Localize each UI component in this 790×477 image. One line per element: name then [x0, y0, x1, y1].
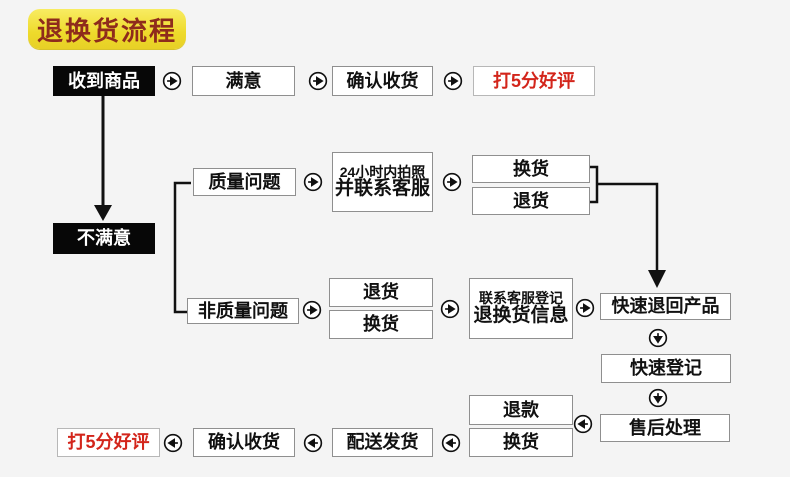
circle-arrow-right-icon: [302, 300, 322, 320]
node-five-star-review-bottom: 打5分好评: [57, 428, 160, 457]
node-received-goods: 收到商品: [53, 66, 155, 96]
node-quick-return-product: 快速退回产品: [600, 293, 731, 320]
node-exchange-non-quality: 换货: [329, 310, 433, 339]
node-exchange-quality: 换货: [472, 155, 590, 183]
node-after-sale-processing: 售后处理: [600, 414, 730, 442]
page-title: 退换货流程: [36, 15, 177, 46]
node-photo-within-24h: 24小时内拍照 并联系客服: [332, 152, 433, 212]
circle-arrow-left-icon: [441, 433, 461, 453]
circle-arrow-down-icon: [648, 328, 668, 348]
circle-arrow-right-icon: [575, 298, 595, 318]
node-return-non-quality: 退货: [329, 278, 433, 307]
node-unsatisfied: 不满意: [53, 223, 155, 254]
node-non-quality-issue: 非质量问题: [187, 298, 299, 324]
circle-arrow-left-icon: [573, 414, 593, 434]
circle-arrow-right-icon: [308, 71, 328, 91]
circle-arrow-right-icon: [162, 71, 182, 91]
circle-arrow-right-icon: [443, 71, 463, 91]
node-confirm-receipt-bottom: 确认收货: [193, 428, 295, 457]
node-refund: 退款: [469, 395, 573, 425]
node-five-star-review-top: 打5分好评: [473, 66, 595, 96]
node-quick-register: 快速登记: [601, 354, 731, 383]
node-photo-line1: 24小时内拍照: [339, 163, 426, 180]
node-satisfied: 满意: [192, 66, 295, 96]
node-contact-line1: 联系客服登记: [479, 290, 563, 307]
node-contact-line2: 退换货信息: [473, 304, 569, 326]
circle-arrow-right-icon: [442, 172, 462, 192]
node-photo-line2: 并联系客服: [334, 178, 430, 200]
node-contact-service-register: 联系客服登记 退换货信息: [469, 278, 573, 339]
circle-arrow-right-icon: [303, 172, 323, 192]
node-confirm-receipt-top: 确认收货: [332, 66, 433, 96]
circle-arrow-right-icon: [440, 299, 460, 319]
circle-arrow-left-icon: [163, 433, 183, 453]
node-exchange-bottom: 换货: [469, 428, 573, 457]
node-return-quality: 退货: [472, 187, 590, 215]
flowchart-title-badge: 退换货流程: [28, 9, 186, 49]
circle-arrow-down-icon: [648, 388, 668, 408]
node-delivery: 配送发货: [332, 428, 433, 457]
circle-arrow-left-icon: [303, 433, 323, 453]
node-quality-issue: 质量问题: [193, 168, 296, 196]
